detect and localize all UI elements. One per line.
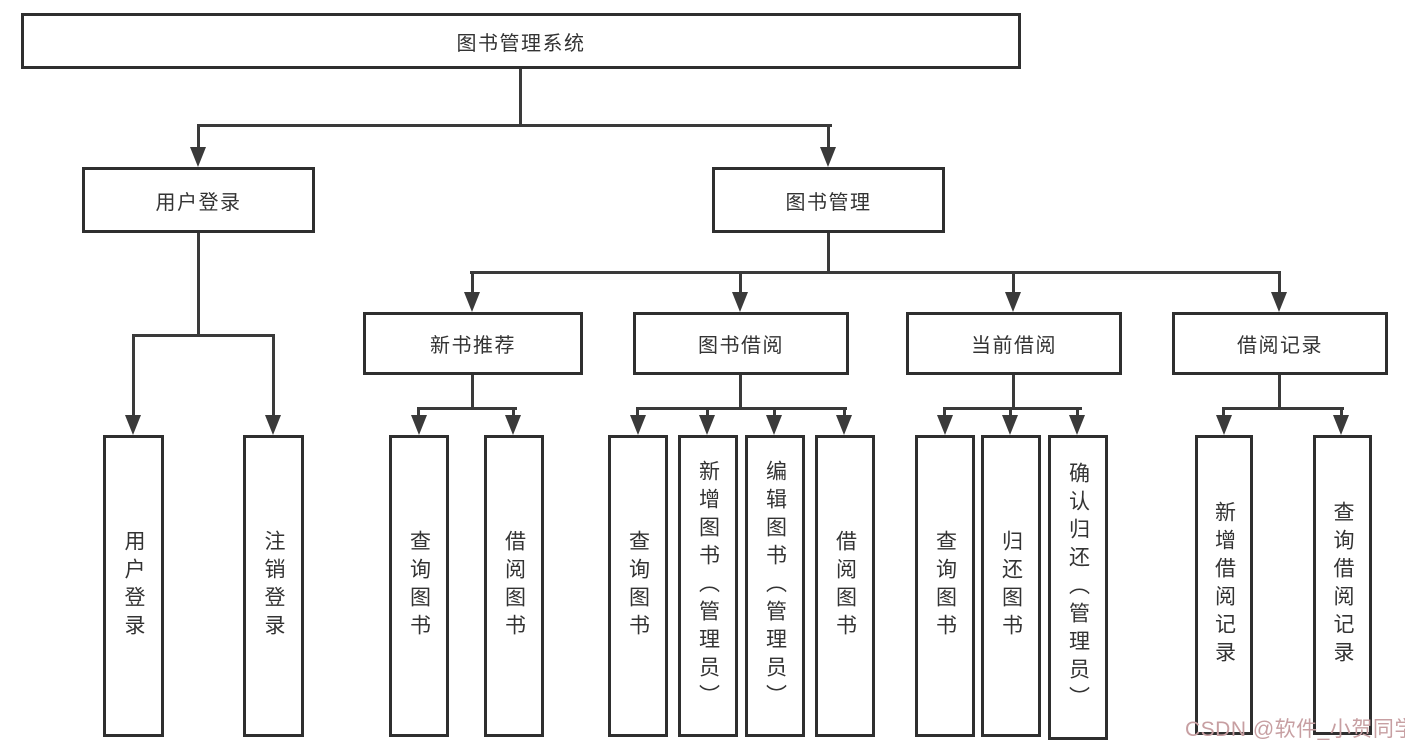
connector-line [197,124,832,127]
node-book-borrowing: 图书借阅 [633,312,849,375]
arrow-down-icon [190,147,206,167]
connector-line [471,375,474,410]
node-book-management: 图书管理 [712,167,945,233]
connector-line [1222,407,1344,410]
connector-line [843,410,846,416]
arrow-down-icon [1069,415,1085,435]
leaf-borrow-books-1-label: 借阅图书 [502,530,526,642]
connector-line [1222,410,1225,416]
leaf-edit-books: 编辑图书（管理员） [745,435,805,737]
leaf-return-books: 归还图书 [981,435,1041,737]
node-new-book-recommend-label: 新书推荐 [430,335,516,357]
leaf-confirm-return-label: 确认归还（管理员） [1066,461,1090,714]
node-book-borrowing-label: 图书借阅 [698,335,784,357]
leaf-query-books-2-label: 查询图书 [626,530,650,642]
leaf-query-books-1: 查询图书 [389,435,449,737]
leaf-user-login-label: 用户登录 [122,530,145,642]
arrow-down-icon [464,292,480,312]
node-user-login-label: 用户登录 [155,191,242,214]
node-current-borrowing: 当前借阅 [906,312,1122,375]
node-borrowing-records-label: 借阅记录 [1237,335,1323,357]
connector-line [197,127,200,149]
arrow-down-icon [630,415,646,435]
arrow-down-icon [732,292,748,312]
arrow-down-icon [937,415,953,435]
connector-line [827,127,830,149]
leaf-add-borrow-record: 新增借阅记录 [1195,435,1253,735]
connector-line [1340,410,1343,416]
node-borrowing-records: 借阅记录 [1172,312,1388,375]
leaf-query-borrow-record-label: 查询借阅记录 [1331,501,1354,669]
connector-line [827,233,830,274]
connector-line [739,375,742,410]
arrow-down-icon [1216,415,1232,435]
connector-line [1009,410,1012,416]
arrow-down-icon [265,415,281,435]
node-user-login: 用户登录 [82,167,315,233]
connector-line [636,407,847,410]
connector-line [773,410,776,416]
connector-line [471,274,474,294]
node-root-label: 图书管理系统 [456,32,586,55]
connector-line [706,410,709,416]
arrow-down-icon [1002,415,1018,435]
leaf-query-books-3: 查询图书 [915,435,975,737]
csdn-watermark: CSDN @软件_小贺同学 [1185,718,1405,741]
connector-line [519,69,522,127]
connector-line [1012,274,1015,294]
connector-line [132,334,275,337]
node-current-borrowing-label: 当前借阅 [971,335,1057,357]
node-root: 图书管理系统 [21,13,1021,69]
arrow-down-icon [836,415,852,435]
leaf-add-books-label: 新增图书（管理员） [696,460,720,712]
arrow-down-icon [1005,292,1021,312]
arrow-down-icon [1271,292,1287,312]
connector-line [132,337,135,415]
connector-line [739,274,742,294]
leaf-return-books-label: 归还图书 [999,530,1023,642]
leaf-add-borrow-record-label: 新增借阅记录 [1212,501,1236,669]
arrow-down-icon [1333,415,1349,435]
leaf-add-books: 新增图书（管理员） [678,435,738,737]
connector-line [272,337,275,415]
connector-line [943,407,1082,410]
connector-line [1278,274,1281,294]
leaf-query-borrow-record: 查询借阅记录 [1313,435,1372,735]
connector-line [512,410,515,416]
connector-line [417,407,517,410]
node-new-book-recommend: 新书推荐 [363,312,583,375]
arrow-down-icon [699,415,715,435]
connector-line [470,271,1281,274]
node-book-management-label: 图书管理 [785,191,872,214]
leaf-query-books-1-label: 查询图书 [407,530,431,642]
leaf-borrow-books-2-label: 借阅图书 [833,530,857,642]
connector-line [943,410,946,416]
connector-line [1012,375,1015,410]
leaf-logout: 注销登录 [243,435,304,737]
arrow-down-icon [125,415,141,435]
leaf-confirm-return: 确认归还（管理员） [1048,435,1108,740]
arrow-down-icon [411,415,427,435]
connector-line [417,410,420,416]
leaf-borrow-books-1: 借阅图书 [484,435,544,737]
leaf-user-login: 用户登录 [103,435,164,737]
leaf-query-books-3-label: 查询图书 [933,530,957,642]
arrow-down-icon [505,415,521,435]
leaf-logout-label: 注销登录 [262,530,285,642]
connector-line [1076,410,1079,416]
arrow-down-icon [820,147,836,167]
connector-line [1278,375,1281,410]
connector-line [197,233,200,337]
leaf-query-books-2: 查询图书 [608,435,668,737]
leaf-borrow-books-2: 借阅图书 [815,435,875,737]
connector-line [636,410,639,416]
arrow-down-icon [766,415,782,435]
leaf-edit-books-label: 编辑图书（管理员） [763,460,787,712]
